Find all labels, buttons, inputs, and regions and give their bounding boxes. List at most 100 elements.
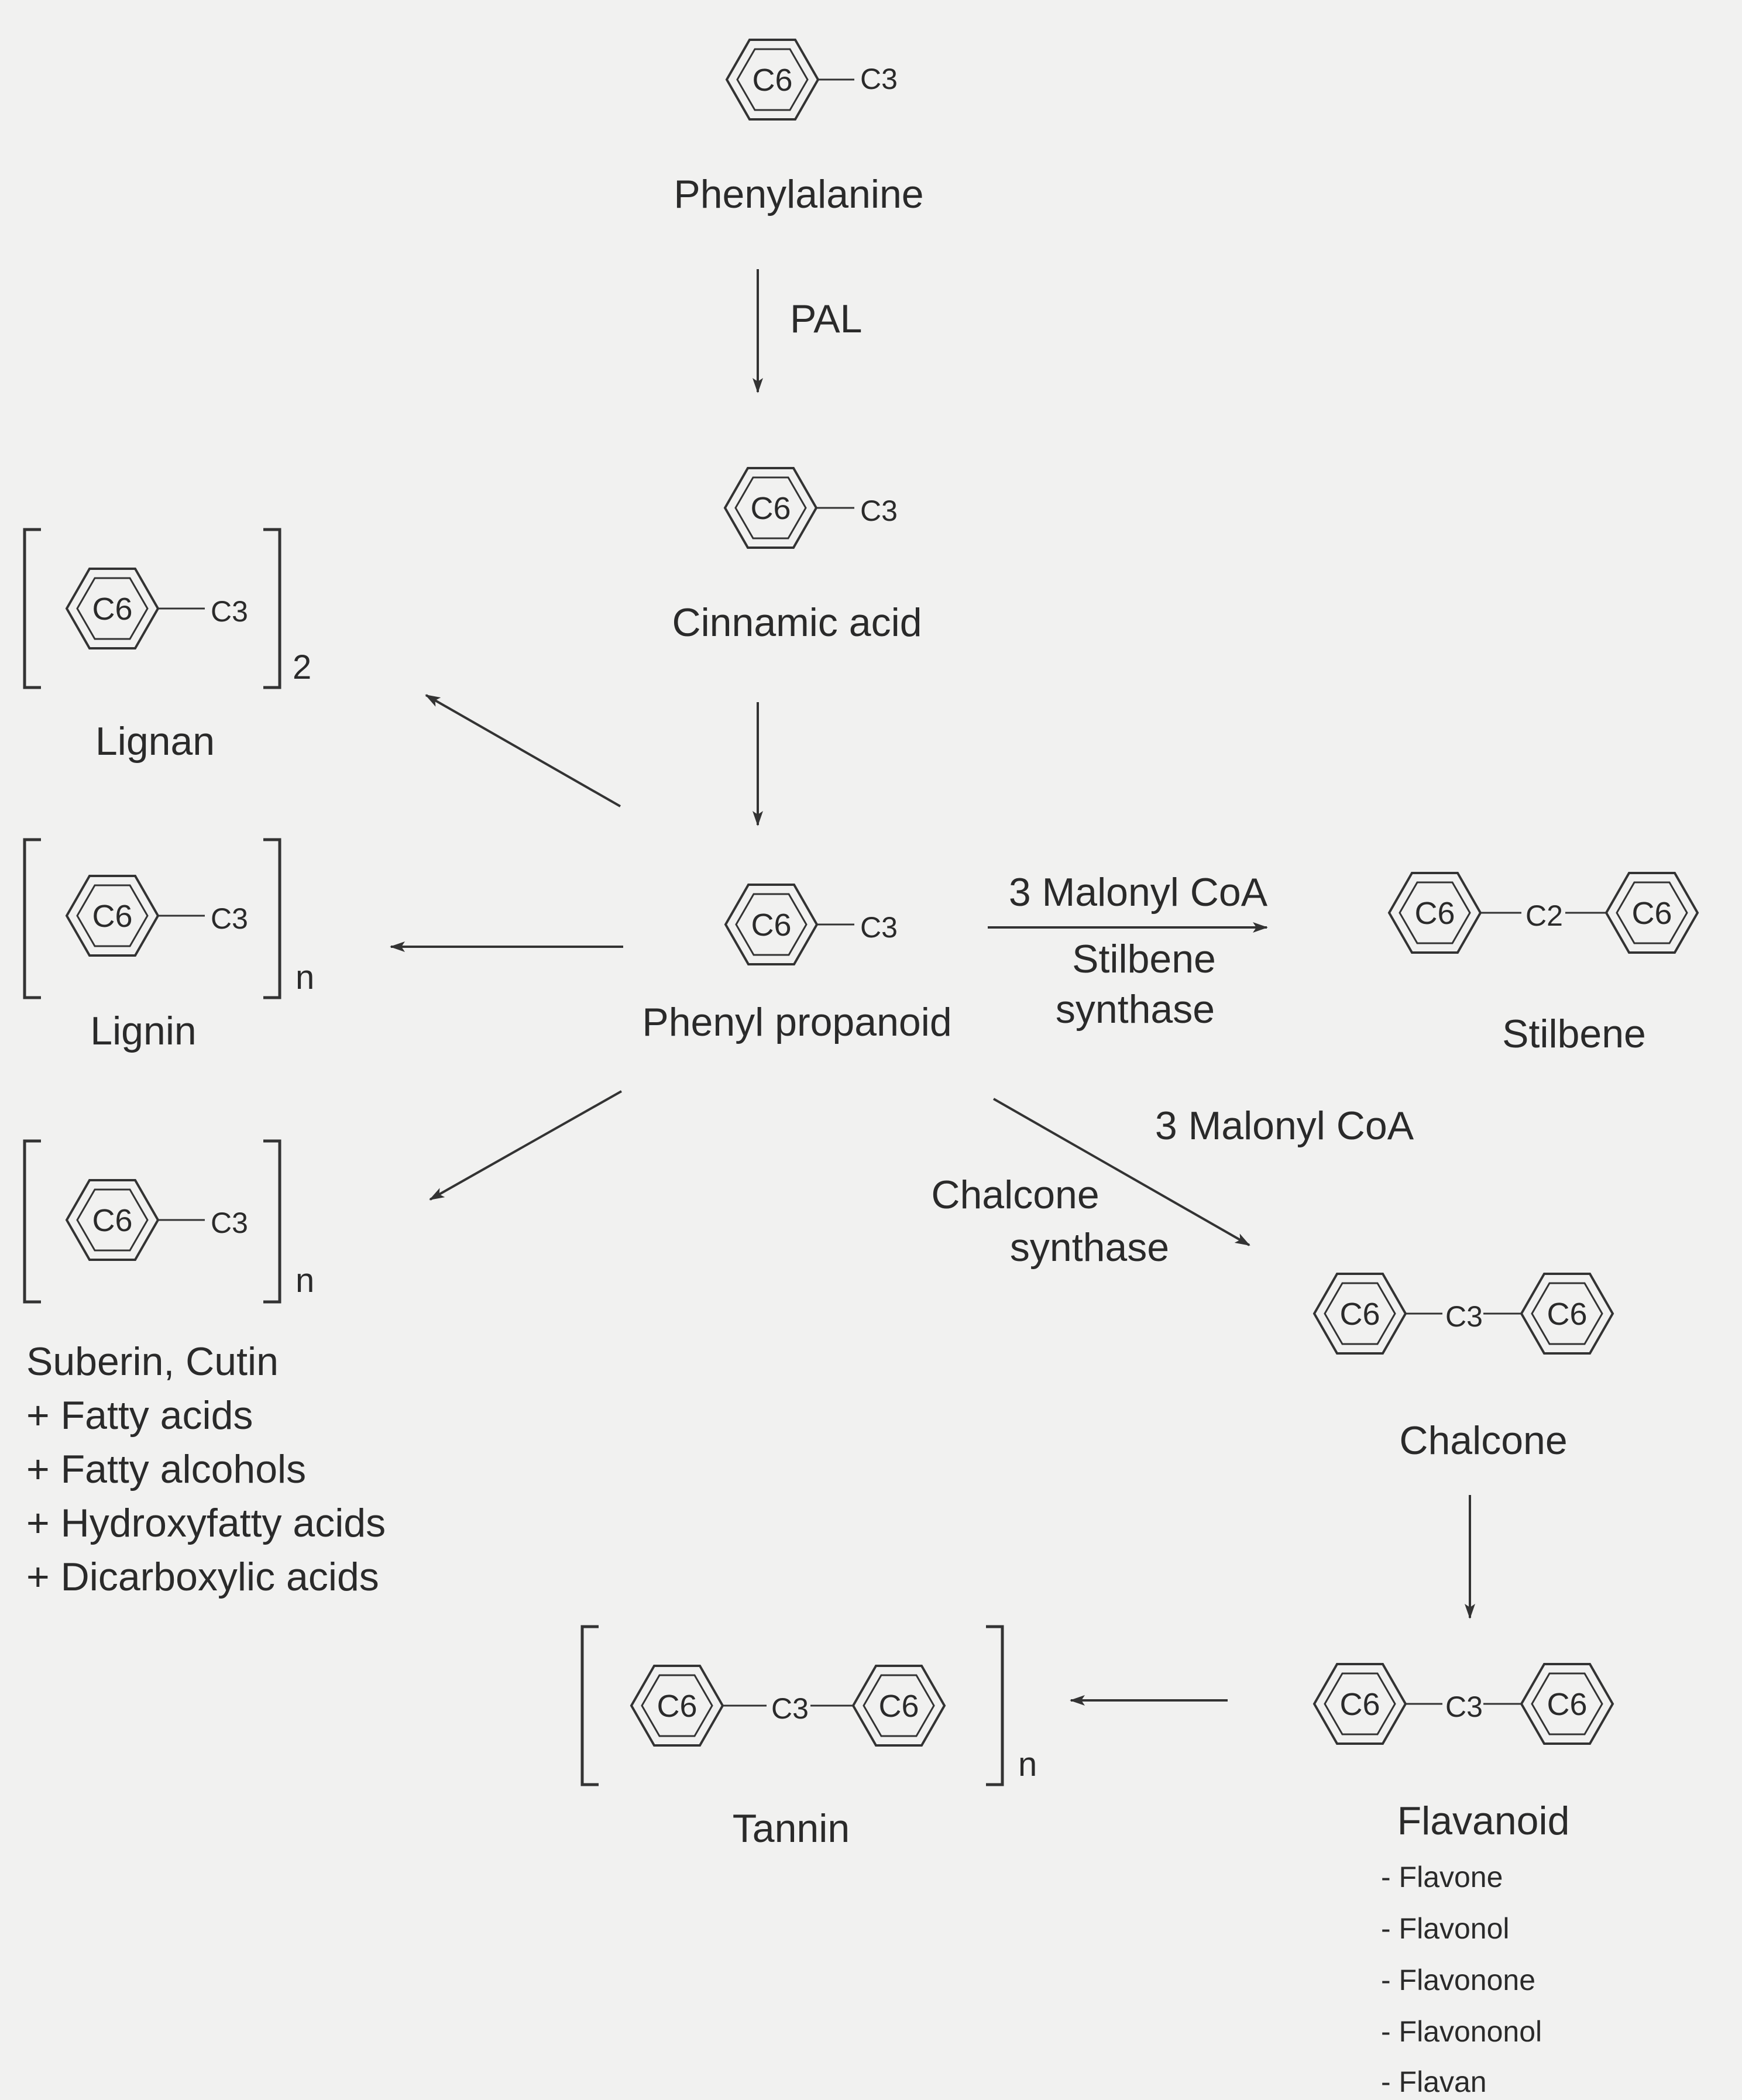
benzene-inner-ring-icon <box>1531 1282 1603 1345</box>
benzene-inner-ring-icon <box>735 893 808 956</box>
c6-label: C6 <box>750 491 791 526</box>
propanoid-to-suberin-arrow <box>429 1090 622 1201</box>
benzene-inner-ring-icon <box>1399 881 1471 944</box>
left-bracket <box>23 838 41 999</box>
lignan-structure: C6 C3 2 <box>23 528 311 689</box>
benzene-ring-icon <box>1520 1663 1614 1745</box>
benzene-ring-icon <box>1520 1273 1614 1355</box>
benzene-inner-ring-icon <box>76 577 149 640</box>
benzene-ring-icon <box>630 1665 724 1747</box>
c6-label: C6 <box>1547 1297 1587 1332</box>
benzene-ring-icon <box>1312 1663 1407 1745</box>
right-bracket <box>263 528 281 689</box>
suberin-component-item: + Fatty alcohols <box>26 1447 306 1491</box>
phenylalanine-label: Phenylalanine <box>674 172 923 216</box>
phenyl-propanoid-structure: C6 C3 <box>724 884 898 965</box>
flavanoid-class-item: - Flavonol <box>1381 1912 1510 1945</box>
benzene-ring-icon <box>1312 1273 1407 1355</box>
tannin-structure: C6 C3 C6 n <box>580 1625 1037 1786</box>
flavanoid-class-item: - Flavone <box>1381 1861 1503 1893</box>
subscript-label: n <box>296 958 314 996</box>
subscript-label: n <box>1018 1745 1037 1783</box>
stilbene-structure: C6 C2 C6 <box>1387 872 1699 954</box>
propanoid-to-chalcone-arrow <box>993 1098 1250 1246</box>
c6-label: C6 <box>752 63 792 98</box>
suberin-cutin-structure: C6 C3 n <box>23 1139 314 1304</box>
c6-label: C6 <box>92 1203 132 1238</box>
phenyl-propanoid-label: Phenyl propanoid <box>642 1000 951 1044</box>
benzene-inner-ring-icon <box>1531 1672 1603 1735</box>
benzene-ring-icon <box>1604 872 1699 954</box>
stilbene-enzyme-label: Stilbene <box>1072 937 1216 981</box>
c6-label: C6 <box>1631 896 1672 931</box>
flavanoid-label: Flavanoid <box>1397 1799 1570 1843</box>
left-bracket <box>580 1625 599 1786</box>
benzene-ring-icon <box>65 568 160 649</box>
chalcone-label: Chalcone <box>1399 1418 1567 1463</box>
pal-enzyme-label: PAL <box>790 297 862 341</box>
benzene-inner-ring-icon <box>641 1674 713 1737</box>
c3-label: C3 <box>860 63 898 95</box>
benzene-inner-ring-icon <box>1324 1282 1396 1345</box>
stilbene-substrate-label: 3 Malonyl CoA <box>1009 870 1268 915</box>
chalcone-enzyme-label: Chalcone <box>931 1173 1099 1217</box>
benzene-ring-icon <box>851 1665 946 1747</box>
cinnamic-acid-label: Cinnamic acid <box>672 600 922 645</box>
suberin-cutin-label: Suberin, Cutin <box>26 1339 279 1384</box>
benzene-ring-icon <box>723 467 818 549</box>
c6-label: C6 <box>1339 1297 1380 1332</box>
flavanoid-class-item: - Flavan <box>1381 2065 1487 2098</box>
left-bracket <box>23 1139 41 1304</box>
lignan-label: Lignan <box>95 719 215 764</box>
c3-label: C3 <box>860 911 898 944</box>
phenylalanine-structure: C6 C3 <box>725 39 898 121</box>
benzene-inner-ring-icon <box>1324 1672 1396 1735</box>
propanoid-to-lignan-arrow <box>425 694 621 807</box>
subscript-label: n <box>296 1262 314 1300</box>
benzene-inner-ring-icon <box>736 48 809 111</box>
c3-label: C3 <box>1445 1300 1483 1333</box>
c6-label: C6 <box>657 1689 697 1724</box>
chalcone-substrate-label: 3 Malonyl CoA <box>1155 1104 1414 1148</box>
suberin-component-item: + Fatty acids <box>26 1393 253 1438</box>
flavanoid-class-item: - Flavonone <box>1381 1964 1535 1996</box>
cinnamic-acid-structure: C6 C3 <box>723 467 898 549</box>
c6-label: C6 <box>1414 896 1455 931</box>
benzene-inner-ring-icon <box>863 1674 935 1737</box>
c3-label: C3 <box>211 595 248 628</box>
tannin-label: Tannin <box>733 1806 850 1851</box>
stilbene-label: Stilbene <box>1502 1012 1646 1056</box>
c3-label: C3 <box>1445 1690 1483 1723</box>
benzene-ring-icon <box>725 39 820 121</box>
lignin-structure: C6 C3 n <box>23 838 314 999</box>
c6-label: C6 <box>92 899 132 934</box>
c3-label: C3 <box>211 1207 248 1239</box>
chalcone-enzyme-label: synthase <box>1010 1225 1169 1270</box>
c6-label: C6 <box>878 1689 919 1724</box>
suberin-component-item: + Hydroxyfatty acids <box>26 1501 386 1545</box>
benzene-ring-icon <box>65 1179 160 1261</box>
c3-label: C3 <box>860 494 898 527</box>
right-bracket <box>263 1139 281 1304</box>
stilbene-enzyme-label: synthase <box>1056 987 1215 1032</box>
c6-label: C6 <box>1547 1687 1587 1722</box>
benzene-ring-icon <box>724 884 819 965</box>
c6-label: C6 <box>1339 1687 1380 1722</box>
benzene-inner-ring-icon <box>76 1188 149 1252</box>
benzene-ring-icon <box>65 875 160 957</box>
c6-label: C6 <box>751 908 791 943</box>
right-bracket <box>986 1625 1004 1786</box>
left-bracket <box>23 528 41 689</box>
flavanoid-structure: C6 C3 C6 <box>1312 1663 1614 1745</box>
right-bracket <box>263 838 281 999</box>
c3-label: C3 <box>211 902 248 935</box>
lignin-label: Lignin <box>90 1009 197 1053</box>
benzene-ring-icon <box>1387 872 1482 954</box>
benzene-inner-ring-icon <box>734 476 807 539</box>
chalcone-structure: C6 C3 C6 <box>1312 1273 1614 1355</box>
c6-label: C6 <box>92 592 132 627</box>
c2-label: C2 <box>1525 899 1563 932</box>
c3-label: C3 <box>771 1692 809 1725</box>
